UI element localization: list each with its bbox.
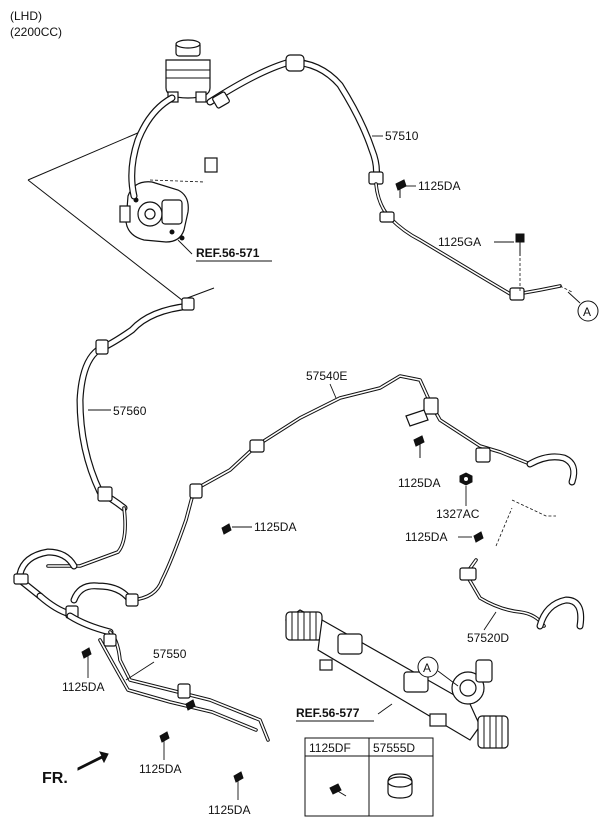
label-1125DA-i: 1125DA [405, 530, 447, 544]
fastener-table: 1125DF 57555D [304, 737, 434, 817]
label-1125DA-h: 1125DA [254, 520, 296, 534]
connector-a-lower: A [417, 656, 459, 687]
svg-text:A: A [583, 305, 591, 319]
label-57560: 57560 [113, 404, 147, 418]
nut-1327AC [459, 472, 473, 486]
bolt-1125DA-h [221, 523, 232, 535]
reservoir [165, 39, 211, 103]
label-57520D: 57520D [467, 631, 509, 645]
label-57550: 57550 [153, 647, 187, 661]
label-1125DA-g: 1125DA [62, 680, 104, 694]
power-steering-pump [119, 181, 189, 243]
bolt-1125DA-d [185, 699, 196, 711]
steering-gear [284, 609, 509, 749]
ref-pump: REF.56-571 [196, 246, 260, 260]
bolt-1125DA-e [159, 731, 170, 743]
label-1125DA-a: 1125DA [418, 179, 460, 193]
bolt-1125GA [515, 233, 525, 292]
hose-clamp [204, 157, 218, 173]
label-57510: 57510 [385, 129, 419, 143]
table-col-1125DF: 1125DF [309, 741, 351, 755]
direction-label: FR. [42, 770, 68, 787]
svg-text:A: A [423, 661, 431, 675]
label-1125DA-c: 1125DA [398, 476, 440, 490]
bolt-1125DA-f [233, 771, 244, 783]
front-direction-indicator: FR. [42, 751, 109, 787]
header-engine: (2200CC) [10, 25, 62, 39]
bolt-1125DA [395, 179, 407, 198]
grommet-57555D-icon [387, 773, 413, 799]
label-1327AC: 1327AC [436, 507, 480, 521]
ref-gear: REF.56-577 [296, 706, 360, 720]
bolt-1125DF-icon [329, 783, 347, 797]
bolt-1125DA-c [413, 435, 425, 458]
connector-a-upper: A [567, 291, 599, 322]
label-1125DA-e: 1125DA [139, 762, 181, 776]
label-57540E: 57540E [306, 369, 347, 383]
direction-arrow-icon [77, 751, 109, 771]
label-1125GA: 1125GA [438, 235, 481, 249]
label-1125DA-f: 1125DA [208, 803, 250, 817]
hose-57510 [206, 58, 380, 182]
header-lhd: (LHD) [10, 9, 42, 23]
bolt-1125DA-g [81, 647, 92, 659]
table-col-57555D: 57555D [373, 741, 415, 755]
group-outline-upper [27, 131, 141, 181]
bolt-1125DA-i [473, 531, 484, 543]
